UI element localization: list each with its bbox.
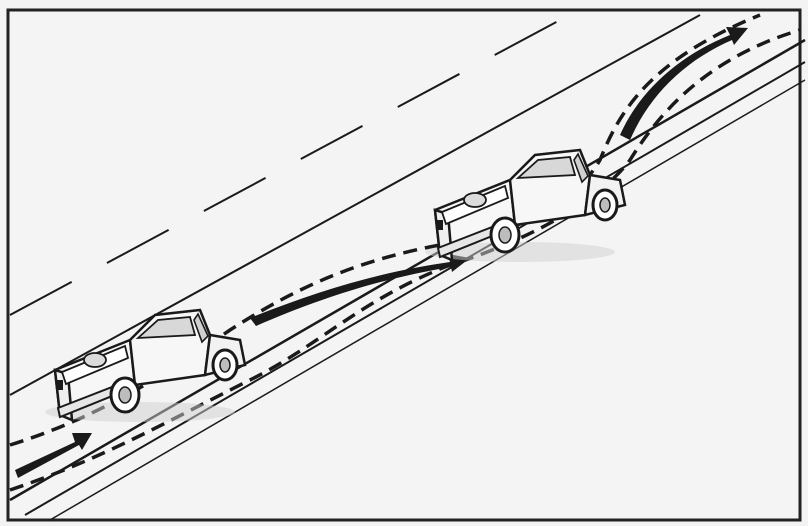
illustration-frame <box>8 10 800 520</box>
